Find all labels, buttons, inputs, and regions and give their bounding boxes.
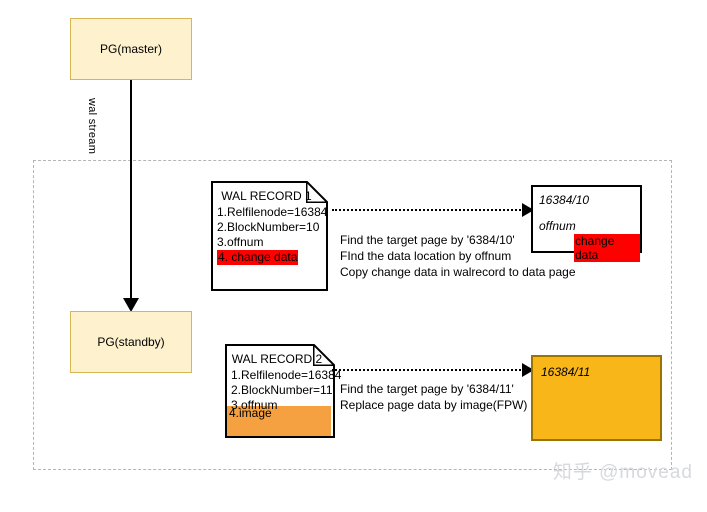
wal-stream-arrowhead-icon <box>123 298 139 312</box>
annotation-1: Find the target page by '6384/10' FInd t… <box>340 232 576 280</box>
wal-record-1-title: WAL RECORD 1 <box>221 189 312 203</box>
annotation-2: Find the target page by '6384/11' Replac… <box>340 381 527 413</box>
note-background <box>211 181 328 291</box>
data-page-16384-11[interactable]: 16384/11 <box>531 355 662 441</box>
data-page-16384-11-id: 16384/11 <box>541 365 591 379</box>
wal-record-2-note[interactable]: 4.image WAL RECORD 2 1.Relfilenode=16384… <box>225 344 342 438</box>
annotation-2-line-2: Replace page data by image(FPW) <box>340 398 528 412</box>
watermark: 知乎 @movead <box>552 462 693 483</box>
node-pg-standby-label: PG(standby) <box>97 335 165 349</box>
node-pg-master[interactable]: PG(master) <box>70 18 192 80</box>
wal-stream-line <box>130 80 132 302</box>
data-page-16384-10-id: 16384/10 <box>539 193 590 207</box>
node-pg-master-label: PG(master) <box>99 42 162 56</box>
dotted-arrow-2-line <box>332 369 524 371</box>
data-page-16384-10-change-data: change data <box>574 234 640 262</box>
folded-corner-icon <box>306 181 328 203</box>
wal-record-1-note[interactable]: WAL RECORD 1 1.Relfilenode=16384 2.Block… <box>211 181 328 291</box>
dotted-arrow-1-line <box>332 209 524 211</box>
wal-record-2-title: WAL RECORD 2 <box>231 352 323 366</box>
wal-record-2-line-1: 1.Relfilenode=16384 <box>231 368 342 382</box>
note-content: WAL RECORD 2 1.Relfilenode=16384 2.Block… <box>225 344 342 413</box>
data-page-16384-10-offnum: offnum <box>539 219 576 233</box>
standby-region-boundary <box>33 160 672 470</box>
annotation-1-line-2: FInd the data location by offnum <box>340 249 512 263</box>
wal-record-1-line-3: 3.offnum <box>217 235 264 249</box>
wal-record-1-line-1: 1.Relfilenode=16384 <box>217 205 328 219</box>
wal-record-1-line-2: 2.BlockNumber=10 <box>217 220 320 234</box>
data-page-16384-10[interactable]: 16384/10 offnum change data <box>531 185 642 262</box>
node-pg-standby[interactable]: PG(standby) <box>70 311 192 373</box>
annotation-2-line-1: Find the target page by '6384/11' <box>340 382 514 396</box>
wal-record-1-highlight: 4. change data <box>217 250 299 265</box>
annotation-1-line-1: Find the target page by '6384/10' <box>340 233 515 247</box>
wal-stream-label: wal stream <box>86 98 98 155</box>
folded-corner-icon <box>313 344 335 366</box>
wal-record-2-line-2: 2.BlockNumber=11 <box>231 383 333 397</box>
wal-record-2-highlight: 4.image <box>227 406 331 436</box>
wal-record-2-line-3: 3.offnum <box>231 398 278 412</box>
note-content: WAL RECORD 1 1.Relfilenode=16384 2.Block… <box>211 181 328 265</box>
annotation-1-line-3: Copy change data in walrecord to data pa… <box>340 265 576 279</box>
